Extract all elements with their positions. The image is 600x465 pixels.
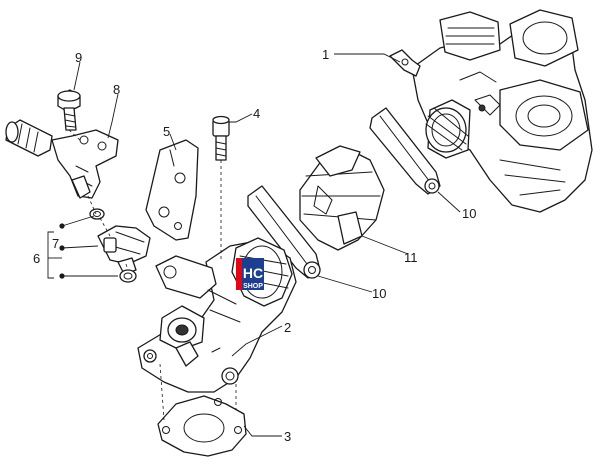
intake-manifold-rubber — [299, 145, 385, 251]
hc-shop-logo: HC SHOP — [236, 258, 264, 290]
callout-labels: 1 2 3 4 5 6 7 8 9 10 11 10 — [33, 47, 476, 444]
callout-9: 9 — [75, 50, 82, 65]
bolt — [57, 89, 81, 131]
callout-7: 7 — [52, 236, 59, 251]
bracket — [145, 139, 199, 241]
screw — [212, 115, 230, 161]
hose-clamp-lower — [247, 185, 321, 279]
callout-11: 11 — [404, 250, 418, 265]
logo-bottom-text: SHOP — [243, 283, 263, 290]
callout-10-lower: 10 — [372, 286, 386, 301]
callout-5: 5 — [163, 124, 170, 139]
callout-2: 2 — [284, 320, 291, 335]
callout-1: 1 — [322, 47, 329, 62]
group-dot — [59, 223, 65, 229]
callout-4: 4 — [253, 106, 260, 121]
gasket — [157, 395, 247, 457]
throttle-body — [389, 9, 593, 213]
group-dot — [59, 273, 65, 279]
sensor — [97, 225, 151, 275]
callout-8: 8 — [113, 82, 120, 97]
assembly-lines — [68, 129, 237, 421]
injector-holder — [5, 119, 119, 199]
hose-clamp-upper — [369, 107, 441, 195]
callout-6: 6 — [33, 251, 40, 266]
logo-top-text: HC — [243, 265, 263, 281]
leader-lines — [47, 53, 461, 437]
intake-manifold — [137, 237, 297, 393]
callout-3: 3 — [284, 429, 291, 444]
group-dots — [59, 223, 65, 279]
callout-10-upper: 10 — [462, 206, 476, 221]
group-dot — [59, 245, 65, 251]
